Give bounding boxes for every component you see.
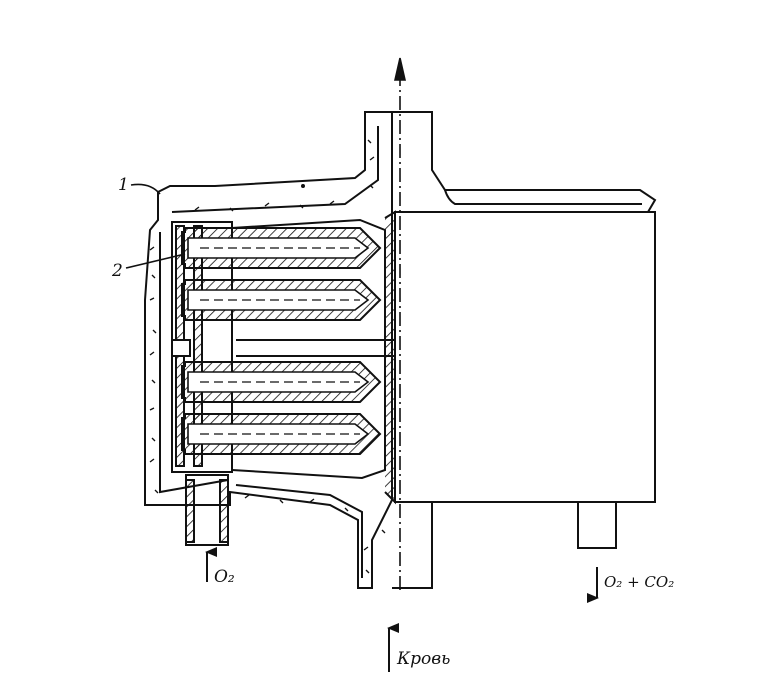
insulation-texture (149, 139, 386, 574)
blood-chamber (392, 111, 657, 589)
callout-2-label: 2 (111, 261, 123, 281)
outlet-gas-label: O₂ + CO₂ (604, 573, 674, 591)
separator-wall (231, 210, 396, 505)
blood-inlet-label: Кровь (396, 649, 450, 669)
flow-arrows (205, 547, 599, 672)
gas-exchange-tube (181, 279, 382, 321)
oxygen-inlet-label: O₂ (214, 567, 235, 587)
gas-exchange-tubes (181, 227, 382, 455)
gas-exchange-tube (181, 413, 382, 455)
callout-leaders (125, 183, 186, 269)
gas-exchange-tube (181, 227, 382, 269)
central-axis (393, 57, 407, 592)
central-channel (236, 339, 395, 357)
gas-exchange-tube (181, 361, 382, 403)
oxygen-inlet-tube (185, 474, 229, 546)
callout-1-label: 1 (118, 175, 129, 195)
outer-housing (144, 111, 393, 589)
distribution-manifold (171, 221, 233, 473)
